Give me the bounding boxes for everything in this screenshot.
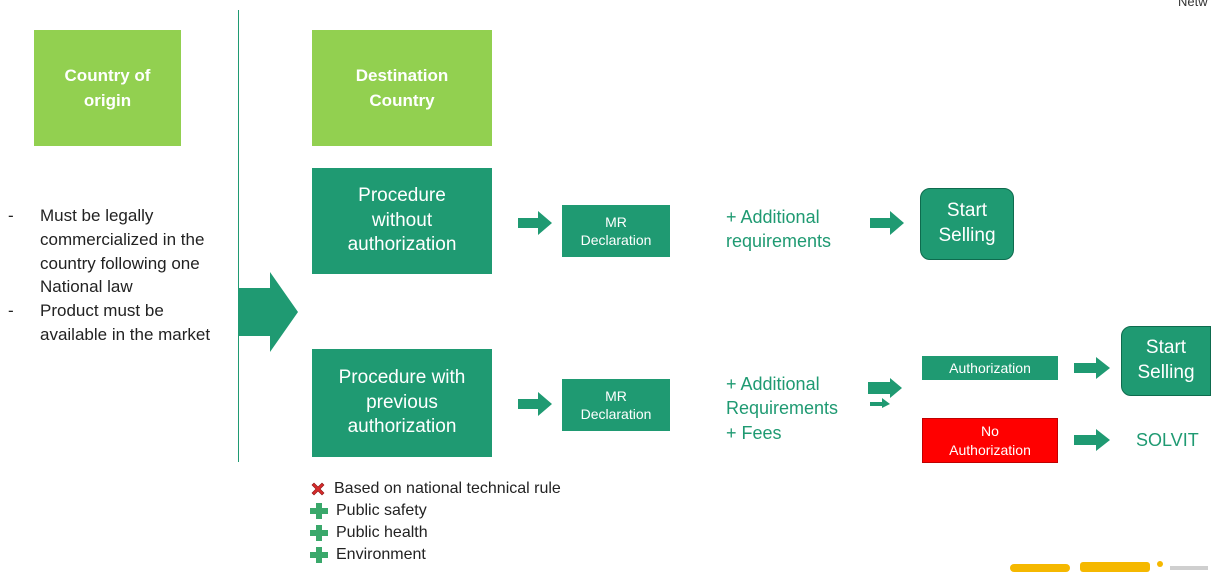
column-divider [238, 10, 239, 462]
arrow-right-icon [518, 211, 552, 235]
additional-requirements-text: + Additional requirements [726, 207, 832, 252]
mr-declaration-box: MR Declaration [562, 379, 670, 431]
plus-icon [310, 525, 328, 541]
curved-arrow-icon [868, 378, 902, 408]
mr-declaration-box: MR Declaration [562, 205, 670, 257]
legend-item: Public health [310, 522, 670, 544]
requirement-item: -Product must be available in the market [8, 301, 211, 344]
no-authorization-box: No Authorization [922, 418, 1058, 463]
legend-item: Environment [310, 544, 670, 566]
arrow-right-icon [870, 211, 904, 235]
start-selling-box: Start Selling [1121, 326, 1211, 396]
origin-requirements-list: -Must be legally commercialized in the c… [8, 204, 230, 347]
legend-item: Based on national technical rule [310, 478, 670, 500]
legend-item: Public safety [310, 500, 670, 522]
requirement-item: -Must be legally commercialized in the c… [8, 206, 205, 297]
corner-text: Netw [1178, 0, 1208, 9]
plus-icon [310, 503, 328, 519]
destination-country-box: Destination Country [312, 30, 492, 146]
criteria-legend: Based on national technical rule Public … [310, 478, 670, 566]
big-arrow-icon [238, 272, 298, 352]
procedure-without-authorization-box: Procedure without authorization [312, 168, 492, 274]
solvit-text: SOLVIT [1136, 430, 1199, 450]
logo-icon [1010, 561, 1208, 572]
country-of-origin-box: Country of origin [34, 30, 181, 146]
arrow-right-icon [1074, 357, 1110, 379]
arrow-right-icon [518, 392, 552, 416]
additional-requirements-fees-text: + Additional Requirements + Fees [726, 374, 839, 443]
authorization-box: Authorization [922, 356, 1058, 380]
arrow-right-icon [1074, 429, 1110, 451]
cross-icon [311, 482, 325, 496]
start-selling-box: Start Selling [920, 188, 1014, 260]
plus-icon [310, 547, 328, 563]
procedure-with-authorization-box: Procedure with previous authorization [312, 349, 492, 457]
